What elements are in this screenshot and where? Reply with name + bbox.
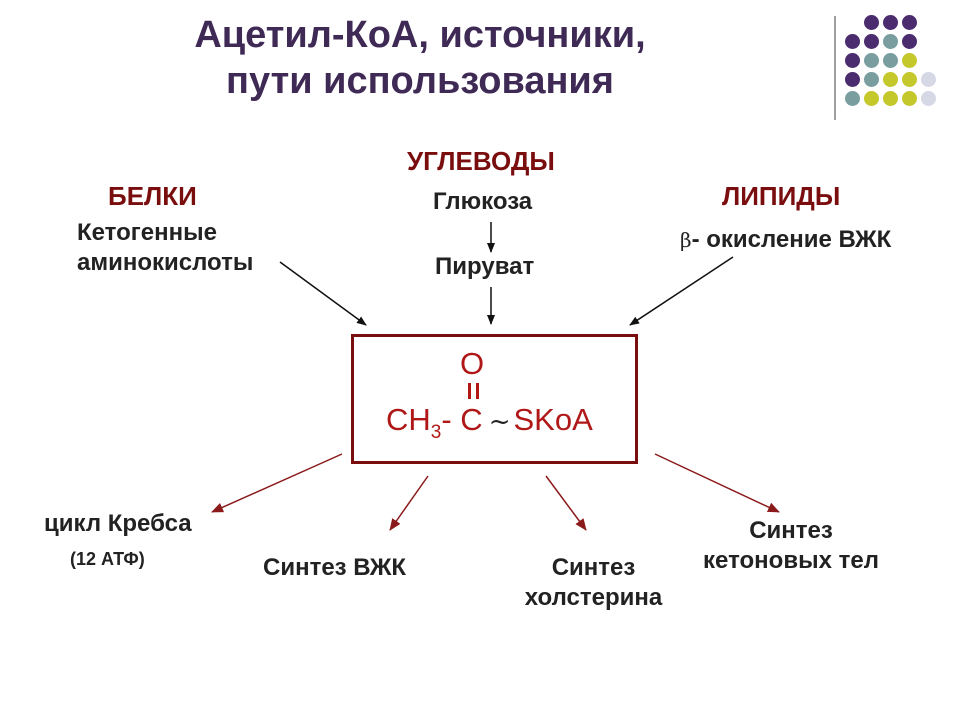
decor-dot (864, 34, 879, 49)
formula-double-bond-left (468, 383, 471, 399)
ketone-line-1: Синтез (749, 517, 833, 544)
glucose-label: Глюкоза (433, 188, 533, 215)
decor-dot (902, 91, 917, 106)
decor-dot (883, 34, 898, 49)
krebs-atp-label: (12 АТФ) (70, 549, 145, 569)
decor-dot (902, 72, 917, 87)
formula-double-bond-right (476, 383, 479, 399)
decor-dot (864, 72, 879, 87)
decor-dot (921, 72, 936, 87)
formula-ch: CH (386, 402, 431, 437)
formula-tilde: ~ (488, 407, 511, 437)
arrow-proteins-to-acetylcoa (279, 261, 367, 326)
decor-dot (921, 91, 936, 106)
decor-dot (883, 53, 898, 68)
fatty-acid-synthesis-label: Синтез ВЖК (263, 554, 407, 581)
slide-title: Ацетил-КоА, источники, пути использовани… (130, 12, 710, 104)
decor-dot (864, 91, 879, 106)
proteins-heading: БЕЛКИ (108, 181, 197, 211)
pyruvate-label: Пируват (435, 253, 535, 280)
arrow-to-krebs (211, 453, 343, 513)
formula-dash-c: - C (441, 402, 483, 437)
cholesterol-line-1: Синтез (551, 554, 636, 581)
decor-dot (902, 34, 917, 49)
decor-dot (845, 53, 860, 68)
arrow-to-fatty-acid-synthesis (389, 475, 429, 531)
formula-subscript: 3 (430, 422, 442, 443)
proteins-text: Кетогенные аминокислоты (77, 218, 253, 278)
decor-dot (902, 15, 917, 30)
formula-oxygen: O (460, 346, 485, 381)
krebs-label: цикл Кребса (44, 510, 192, 537)
acetyl-coa-box (351, 334, 638, 464)
decor-dot (845, 72, 860, 87)
decor-dot (845, 34, 860, 49)
cholesterol-line-2: холстерина (524, 584, 663, 611)
decor-dot (864, 15, 879, 30)
cholesterol-synthesis-label: Синтез холстерина (516, 553, 671, 613)
proteins-line-1: Кетогенные (77, 219, 217, 246)
decor-dot (883, 72, 898, 87)
decor-dot (883, 91, 898, 106)
formula-skoa: SKoA (513, 402, 593, 437)
ketone-synthesis-label: Синтез кетоновых тел (693, 516, 889, 576)
title-line-2: пути использования (226, 60, 614, 102)
acetyl-coa-formula: CH3- C~SKoA (386, 402, 593, 443)
arrow-lipids-to-acetylcoa (629, 256, 734, 326)
ketone-line-2: кетоновых тел (703, 547, 879, 574)
beta-symbol: β (680, 228, 692, 252)
carbs-heading: УГЛЕВОДЫ (407, 146, 555, 176)
lipids-heading: ЛИПИДЫ (722, 181, 841, 211)
beta-oxidation-label: - окисление ВЖК (691, 226, 892, 253)
arrow-to-cholesterol-synthesis (545, 475, 587, 531)
proteins-line-2: аминокислоты (77, 249, 254, 276)
decor-divider (834, 16, 836, 120)
lipids-text: β- окисление ВЖК (680, 225, 891, 255)
decor-dot (883, 15, 898, 30)
title-line-1: Ацетил-КоА, источники, (194, 14, 646, 56)
decor-dot (902, 53, 917, 68)
decor-dot (845, 91, 860, 106)
arrow-to-ketone-synthesis (654, 453, 780, 513)
decor-dot (864, 53, 879, 68)
